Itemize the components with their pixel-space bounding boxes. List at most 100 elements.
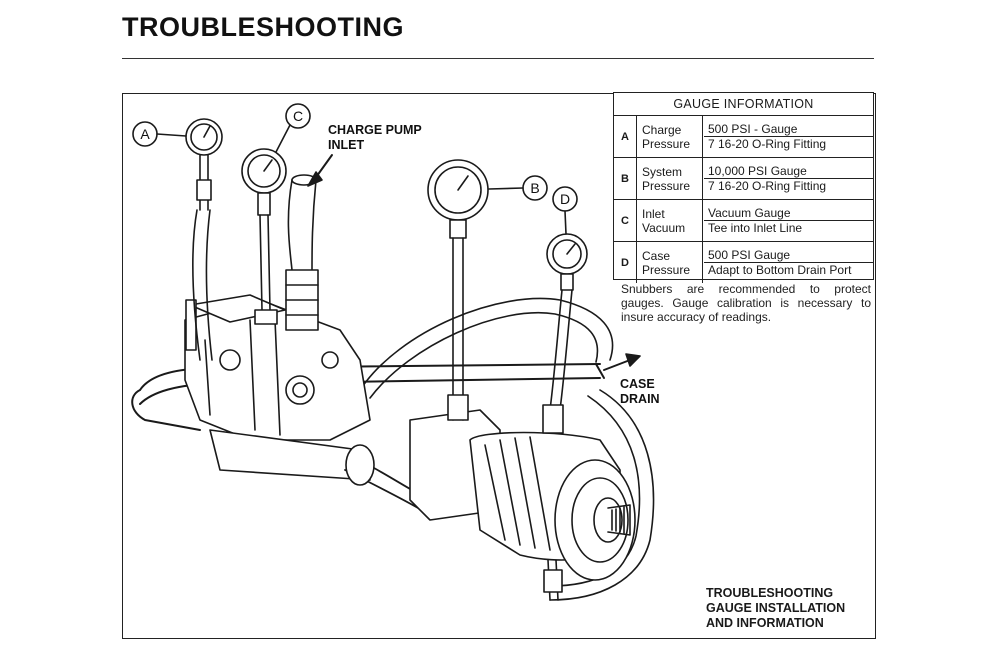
gauge-c-needle bbox=[263, 159, 273, 172]
row-description: Vacuum Gauge Tee into Inlet Line bbox=[704, 200, 873, 241]
gauge-b-needle bbox=[457, 175, 469, 191]
row-desc-line2: Tee into Inlet Line bbox=[708, 221, 803, 235]
gauge-c-hose bbox=[259, 214, 271, 311]
charge-pump-label-line2: INLET bbox=[328, 138, 365, 152]
gauge-d-fitting bbox=[542, 404, 564, 434]
gauge-b-face bbox=[434, 166, 482, 214]
case-drain-arrow bbox=[603, 359, 631, 371]
row-desc-line1: 500 PSI - Gauge bbox=[704, 122, 873, 137]
callout-c-letter: C bbox=[293, 108, 303, 124]
row-letter: A bbox=[614, 116, 637, 157]
gauge-a-face bbox=[190, 123, 218, 151]
row-name-line1: Charge bbox=[642, 122, 682, 137]
pump-port-1 bbox=[219, 349, 241, 371]
gauge-d-hose bbox=[549, 289, 573, 411]
upper-hose-outer bbox=[359, 297, 614, 391]
motor-face-ring bbox=[571, 477, 629, 563]
bottom-drain-fitting bbox=[543, 569, 563, 593]
gauge-table-row-d: D Case Pressure 500 PSI Gauge Adapt to B… bbox=[614, 242, 873, 283]
charge-pump-label-line1: CHARGE PUMP bbox=[328, 123, 422, 137]
callout-d-leader bbox=[564, 210, 567, 235]
charge-pump-inlet-label: CHARGE PUMP INLET bbox=[328, 123, 422, 153]
charge-inlet-fitting-ribs bbox=[285, 284, 319, 316]
row-name-line1: Case bbox=[642, 248, 671, 263]
row-desc-line1: 500 PSI Gauge bbox=[704, 248, 873, 263]
gauge-table-row-a: A Charge Pressure 500 PSI - Gauge 7 16-2… bbox=[614, 116, 873, 158]
callout-b-leader bbox=[488, 187, 524, 190]
loop-hose-left-end bbox=[131, 389, 201, 431]
case-drain-label-line2: DRAIN bbox=[620, 392, 660, 406]
case-drain-label-line1: CASE bbox=[620, 377, 655, 391]
gauge-a-hose bbox=[191, 209, 213, 361]
gauge-a-snubber bbox=[196, 179, 212, 201]
row-name: System Pressure bbox=[637, 158, 703, 199]
upper-hose-inner bbox=[369, 312, 599, 399]
charge-inlet-hose-inner bbox=[311, 179, 317, 271]
figure-frame bbox=[122, 93, 876, 639]
row-name-line1: System bbox=[642, 164, 683, 179]
row-name-line2: Pressure bbox=[642, 178, 691, 193]
gauge-c-face bbox=[247, 154, 281, 188]
callout-b-letter: B bbox=[530, 180, 539, 196]
gauge-d-face bbox=[552, 239, 582, 269]
gauge-d-needle bbox=[566, 243, 576, 255]
motor-shaft bbox=[607, 504, 631, 536]
gauge-table-header: GAUGE INFORMATION bbox=[614, 93, 873, 116]
caption-line1: TROUBLESHOOTING bbox=[706, 586, 834, 600]
pump-lever bbox=[185, 299, 197, 351]
callout-a-leader bbox=[156, 133, 187, 137]
row-name-line1: Inlet bbox=[642, 206, 665, 221]
row-name-line2: Pressure bbox=[642, 262, 691, 277]
motor-shaft-hub bbox=[593, 497, 623, 543]
row-description: 500 PSI - Gauge 7 16-20 O-Ring Fitting bbox=[704, 116, 873, 157]
caption-line2: GAUGE INSTALLATION bbox=[706, 601, 846, 615]
callout-d-letter: D bbox=[560, 191, 570, 207]
row-description: 500 PSI Gauge Adapt to Bottom Drain Port bbox=[704, 242, 873, 283]
callout-c-circle bbox=[285, 103, 311, 129]
gauge-b-snubber bbox=[449, 219, 467, 239]
row-desc-line1: 10,000 PSI Gauge bbox=[704, 164, 873, 179]
charge-inlet-hose-outer bbox=[287, 179, 293, 271]
gauge-b-fitting bbox=[447, 394, 469, 421]
pump-ribs bbox=[204, 319, 281, 436]
lower-fitting bbox=[345, 444, 375, 486]
gauge-b-hose bbox=[452, 237, 464, 421]
row-description: 10,000 PSI Gauge 7 16-20 O-Ring Fitting bbox=[704, 158, 873, 199]
gauge-table-row-b: B System Pressure 10,000 PSI Gauge 7 16-… bbox=[614, 158, 873, 200]
pump-port-2 bbox=[285, 375, 315, 405]
page-title: TROUBLESHOOTING bbox=[122, 12, 404, 42]
title-rule bbox=[122, 58, 874, 59]
row-name: Inlet Vacuum bbox=[637, 200, 703, 241]
snubber-note: Snubbers are recommended to protect gaug… bbox=[621, 282, 871, 324]
callout-a-letter: A bbox=[140, 126, 150, 142]
row-letter: B bbox=[614, 158, 637, 199]
callout-c-leader bbox=[275, 124, 291, 153]
gauge-a-needle bbox=[203, 125, 211, 138]
row-desc-line2: Adapt to Bottom Drain Port bbox=[708, 263, 852, 277]
row-letter: C bbox=[614, 200, 637, 241]
charge-pump-arrowhead bbox=[307, 171, 323, 187]
pump-port-2-inner bbox=[292, 382, 308, 398]
pump-port-3 bbox=[321, 351, 339, 369]
case-drain-hose-end bbox=[595, 363, 605, 379]
return-hose-outer bbox=[549, 389, 655, 601]
figure-caption: TROUBLESHOOTING GAUGE INSTALLATION AND I… bbox=[706, 586, 845, 631]
row-desc-line1: Vacuum Gauge bbox=[704, 206, 873, 221]
case-drain-label: CASE DRAIN bbox=[620, 377, 660, 407]
row-desc-line2: 7 16-20 O-Ring Fitting bbox=[708, 179, 827, 193]
gauge-table-row-c: C Inlet Vacuum Vacuum Gauge Tee into Inl… bbox=[614, 200, 873, 242]
row-name-line2: Vacuum bbox=[642, 220, 686, 235]
gauge-d-snubber bbox=[560, 273, 574, 291]
row-name-line2: Pressure bbox=[642, 136, 691, 151]
row-name: Case Pressure bbox=[637, 242, 703, 283]
row-letter: D bbox=[614, 242, 637, 283]
motor-fins bbox=[484, 436, 551, 551]
gauge-information-table: GAUGE INFORMATION A Charge Pressure 500 … bbox=[613, 92, 874, 283]
row-name: Charge Pressure bbox=[637, 116, 703, 157]
caption-line3: AND INFORMATION bbox=[706, 616, 824, 630]
case-drain-arrowhead bbox=[625, 353, 641, 367]
gauge-c-fitting bbox=[254, 309, 278, 325]
shaft-splines bbox=[611, 506, 625, 534]
row-desc-line2: 7 16-20 O-Ring Fitting bbox=[708, 137, 827, 151]
